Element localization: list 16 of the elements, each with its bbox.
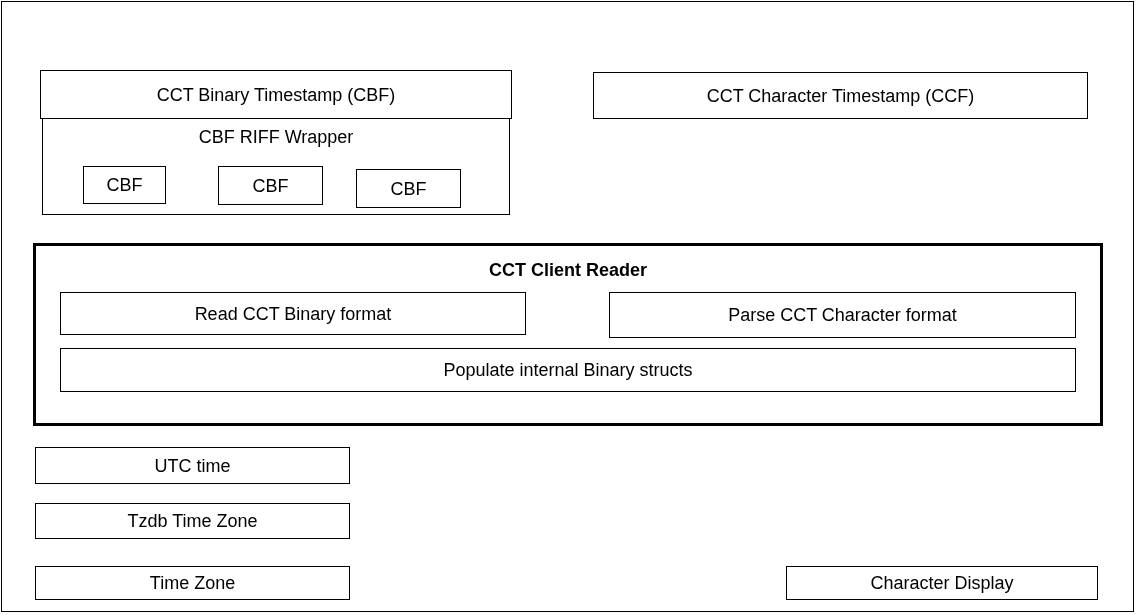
- component-box: Populate internal Binary structs: [60, 348, 1076, 392]
- component-box: CCT Character Timestamp (CCF): [593, 72, 1088, 119]
- component-box: Parse CCT Character format: [609, 292, 1076, 338]
- component-box: Tzdb Time Zone: [35, 503, 350, 539]
- container-box: [33, 243, 1103, 426]
- container-box: [42, 118, 510, 215]
- component-box: CCT Binary Timestamp (CBF): [40, 70, 512, 119]
- component-box: CBF: [218, 166, 323, 205]
- component-box: Character Display: [786, 566, 1098, 600]
- group-title: CBF RIFF Wrapper: [198, 127, 354, 148]
- component-box: UTC time: [35, 447, 350, 484]
- component-box: CBF: [83, 166, 166, 204]
- component-box: Time Zone: [35, 566, 350, 600]
- group-title: CCT Client Reader: [489, 260, 647, 281]
- component-box: CBF: [356, 169, 461, 208]
- component-box: Read CCT Binary format: [60, 292, 526, 335]
